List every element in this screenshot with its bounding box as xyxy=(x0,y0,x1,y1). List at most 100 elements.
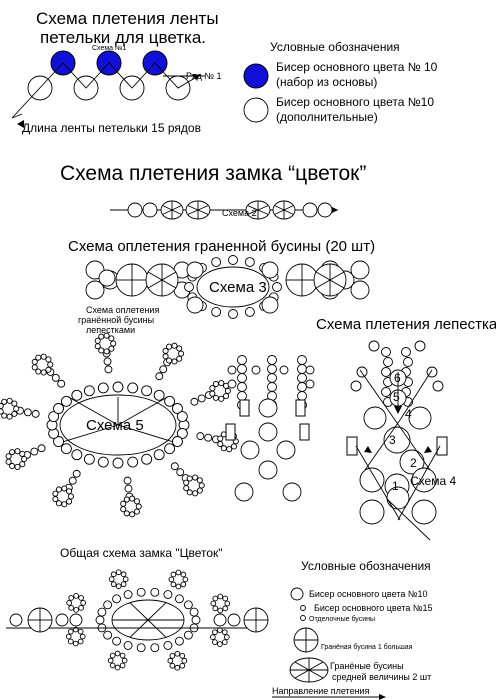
faceted-scheme: Схема оплетения граненной бусины (20 шт)… xyxy=(68,238,375,319)
bead xyxy=(67,638,74,645)
bead xyxy=(227,379,237,389)
bead xyxy=(282,482,302,502)
bead xyxy=(61,501,68,508)
bead xyxy=(31,364,38,371)
faceted-title: Схема оплетения граненной бусины (20 шт) xyxy=(68,238,375,255)
bead xyxy=(108,345,115,352)
bead xyxy=(124,484,133,493)
thread-line xyxy=(355,445,401,521)
bead xyxy=(408,406,432,430)
legend-finishing-bead-swatch xyxy=(300,615,306,621)
bead xyxy=(136,643,146,653)
bead xyxy=(19,450,26,457)
bead xyxy=(317,202,333,218)
bead xyxy=(123,476,132,485)
bead xyxy=(45,356,52,363)
bead xyxy=(127,456,139,468)
bead xyxy=(1,412,8,419)
bead xyxy=(258,398,278,418)
arrow-head xyxy=(364,446,372,453)
petal-rectangle xyxy=(295,399,306,417)
bead xyxy=(179,662,186,669)
bead xyxy=(97,607,107,617)
bead xyxy=(121,657,128,664)
bead xyxy=(169,662,176,669)
bead xyxy=(212,394,219,401)
bead xyxy=(258,422,278,442)
bead xyxy=(171,358,178,365)
bead xyxy=(168,576,175,583)
band-scheme-label: Схема №1 xyxy=(92,45,127,52)
bead xyxy=(176,345,183,352)
bead xyxy=(297,355,307,365)
bead xyxy=(383,426,411,454)
bead xyxy=(83,385,95,397)
legend-bottom-item5-line1: Гранёные бусины xyxy=(330,661,404,671)
general-flower xyxy=(6,569,269,671)
legend-top-item1-line1: Бисер основного цвета № 10 xyxy=(276,60,438,74)
bead xyxy=(176,355,183,362)
legend-bottom-item4: Гранёная бусина 1 большая xyxy=(321,643,413,651)
bead xyxy=(60,395,72,407)
step-number: 6 xyxy=(394,371,401,385)
facet-line xyxy=(247,209,259,215)
petal-rectangle xyxy=(299,423,310,441)
legend-bottom-item1: Бисер основного цвета №10 xyxy=(309,589,428,599)
bead xyxy=(211,257,222,268)
bead xyxy=(174,594,184,604)
bead xyxy=(115,583,122,590)
bead xyxy=(368,340,380,352)
step-number: 1 xyxy=(392,479,399,493)
petal-flower xyxy=(0,332,239,518)
bead xyxy=(31,358,38,365)
bead xyxy=(267,355,277,365)
bead xyxy=(108,335,115,342)
bead xyxy=(123,641,133,650)
bead xyxy=(103,348,110,355)
bead xyxy=(174,636,184,646)
bead xyxy=(103,357,112,366)
bead xyxy=(9,449,16,456)
facet-line xyxy=(187,209,199,215)
legend-top-item2-line1: Бисер основного цвета №10 xyxy=(276,95,434,109)
bead xyxy=(133,508,140,515)
bead xyxy=(77,628,84,635)
bead xyxy=(251,365,261,375)
facet-line xyxy=(315,279,331,289)
bead xyxy=(240,440,260,460)
middle-petal-scheme xyxy=(225,355,315,502)
bead xyxy=(52,490,59,497)
bead xyxy=(159,365,168,374)
bead xyxy=(222,595,229,602)
bead xyxy=(363,406,387,430)
step-number: 4 xyxy=(405,407,412,421)
bead xyxy=(297,364,307,374)
facet-line xyxy=(147,602,167,621)
bead xyxy=(350,260,370,280)
bead xyxy=(94,337,101,344)
bead xyxy=(183,485,190,492)
bead xyxy=(5,453,12,460)
legend-bottom-item5-line2: средней величины 2 шт xyxy=(332,672,431,682)
bead xyxy=(411,499,437,525)
bead xyxy=(53,403,64,414)
bead xyxy=(244,306,255,317)
petal-bead-scheme: Схема оплетения гранённой бусины лепестк… xyxy=(0,305,239,518)
legend-bottom-direction: Направление плетения xyxy=(272,686,370,696)
bead xyxy=(30,447,39,456)
bead xyxy=(186,489,193,496)
bead xyxy=(72,469,81,478)
bead xyxy=(276,440,296,460)
bead xyxy=(175,583,182,590)
bead xyxy=(110,581,117,588)
clasp-title: Схема плетения замка “цветок” xyxy=(60,162,366,185)
bead xyxy=(14,448,21,455)
bead xyxy=(120,581,127,588)
bead xyxy=(119,652,126,659)
facet-line xyxy=(117,396,168,426)
facet-line xyxy=(117,424,174,443)
bead xyxy=(167,657,174,664)
bead xyxy=(23,408,32,417)
facet-line xyxy=(129,602,149,621)
